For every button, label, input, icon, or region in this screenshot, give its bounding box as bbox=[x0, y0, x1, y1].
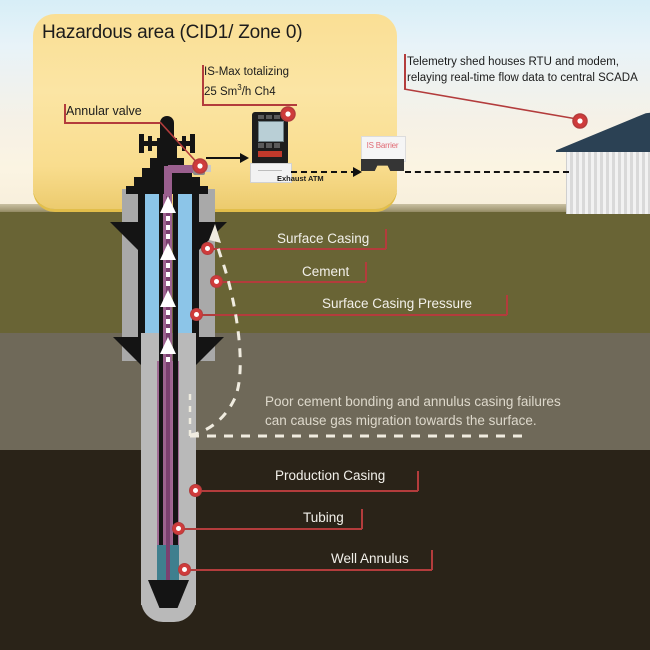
ismax-label-line1: IS-Max totalizing bbox=[204, 66, 290, 78]
annulus-fluid-left bbox=[145, 189, 160, 361]
tubing-label: Tubing bbox=[303, 510, 344, 525]
production-casing-label: Production Casing bbox=[275, 468, 386, 483]
ismax-superscript: 3 bbox=[237, 83, 242, 92]
gas-flow-dot bbox=[166, 272, 170, 277]
telemetry-label-line1: Telemetry shed houses RTU and modem, bbox=[407, 56, 619, 68]
well-annulus-lead-vertical bbox=[431, 550, 433, 570]
casing-wall-right bbox=[173, 189, 178, 605]
signal-arrowhead bbox=[353, 167, 362, 177]
gas-outlet-arrowhead bbox=[240, 153, 249, 163]
hazardous-area-title: Hazardous area (CID1/ Zone 0) bbox=[42, 22, 303, 43]
telemetry-shed-wall bbox=[566, 148, 650, 214]
surface-casing-left bbox=[122, 189, 138, 361]
annulus-fluid-right bbox=[177, 189, 192, 361]
surface-casing-lead-vertical bbox=[385, 229, 387, 249]
gas-flow-dot bbox=[166, 319, 170, 324]
well-annulus-label: Well Annulus bbox=[331, 551, 409, 566]
meter-lcd-screen bbox=[258, 121, 284, 142]
gas-flow-dot bbox=[166, 281, 170, 286]
telemetry-label-line2: relaying real-time flow data to central … bbox=[407, 72, 638, 84]
hazardous-area-panel bbox=[33, 14, 397, 209]
annular-valve-arm bbox=[168, 165, 196, 173]
wellhead-handwheel-left-inner bbox=[148, 136, 152, 151]
tubing-lead-horizontal bbox=[178, 528, 362, 530]
gas-flow-dot bbox=[166, 234, 170, 239]
tubing-lead-vertical bbox=[361, 509, 363, 529]
meter-base-seam bbox=[258, 170, 282, 171]
casing-wall-left bbox=[159, 189, 164, 605]
is-barrier-label: IS Barrier bbox=[366, 141, 399, 150]
wellhead-handwheel-left bbox=[139, 134, 144, 153]
exhaust-atm-label: Exhaust ATM bbox=[277, 174, 324, 183]
perforated-zone-right bbox=[170, 545, 179, 587]
annular-valve-outlet bbox=[203, 165, 211, 172]
surface-casing-node[interactable] bbox=[201, 242, 214, 255]
well-annulus-lead-horizontal bbox=[184, 569, 432, 571]
scp-lead-horizontal bbox=[196, 314, 507, 316]
gas-flow-dot bbox=[166, 216, 170, 221]
annular-valve-label: Annular valve bbox=[66, 104, 142, 118]
cement-node[interactable] bbox=[210, 275, 223, 288]
production-casing-lead-horizontal bbox=[196, 490, 418, 492]
ismax-meter-label: IS-Max totalizing 25 Sm3/h Ch4 bbox=[204, 65, 289, 100]
wellhead-tubing-riser bbox=[164, 166, 172, 196]
telemetry-lead-vertical bbox=[404, 54, 406, 89]
gas-flow-dot bbox=[166, 310, 170, 315]
annular-valve-lead-vertical bbox=[64, 104, 66, 123]
ismax-lead-vertical bbox=[202, 65, 204, 105]
meter-mounting-base bbox=[250, 163, 292, 183]
surface-casing-pressure-label: Surface Casing Pressure bbox=[322, 296, 473, 311]
meter-button-row-top[interactable] bbox=[258, 115, 282, 119]
gas-flow-dot bbox=[166, 357, 170, 362]
production-casing-left bbox=[141, 333, 159, 605]
surface-casing-lead-horizontal bbox=[207, 248, 386, 250]
tubing-bore bbox=[166, 189, 170, 605]
signal-line-to-shed bbox=[405, 171, 569, 173]
gas-flow-arrow-4 bbox=[160, 337, 176, 354]
production-casing-node[interactable] bbox=[189, 484, 202, 497]
soil-layer-topsoil bbox=[0, 212, 650, 333]
gas-flow-arrow-1 bbox=[160, 196, 176, 213]
cement-label: Cement bbox=[302, 264, 350, 279]
ismax-label-line2: 25 Sm3/h Ch4 bbox=[204, 80, 289, 100]
perforated-zone-left bbox=[157, 545, 166, 587]
well-annulus-node[interactable] bbox=[178, 563, 191, 576]
cement-lead-vertical bbox=[365, 262, 367, 282]
gas-flow-dot bbox=[166, 328, 170, 333]
soil-layer-deep bbox=[0, 450, 650, 650]
gas-migration-caption: Poor cement bonding and annulus casing f… bbox=[265, 392, 561, 430]
gas-flow-arrow-2 bbox=[160, 243, 176, 260]
telemetry-shed-label: Telemetry shed houses RTU and modem, rel… bbox=[407, 54, 638, 86]
gas-flow-dot bbox=[166, 263, 170, 268]
cement-sheath-left bbox=[138, 189, 145, 361]
meter-button-row-bottom[interactable] bbox=[258, 143, 282, 148]
cement-lead-horizontal bbox=[216, 281, 366, 283]
surface-casing-pressure-node[interactable] bbox=[190, 308, 203, 321]
gas-migration-line2: can cause gas migration towards the surf… bbox=[265, 413, 537, 428]
scp-lead-vertical bbox=[506, 295, 508, 315]
ismax-value: 25 Sm bbox=[204, 85, 238, 98]
surface-casing-label: Surface Casing bbox=[277, 231, 370, 246]
signal-line-to-barrier bbox=[291, 171, 357, 173]
meter-brand-badge bbox=[258, 151, 282, 157]
wellhead-handwheel-right bbox=[190, 134, 195, 153]
production-casing-lead-vertical bbox=[417, 471, 419, 491]
annular-valve-lead-horizontal bbox=[64, 122, 160, 124]
gas-outlet-line bbox=[206, 157, 242, 159]
wellhead-handwheel-right-inner bbox=[182, 136, 186, 151]
ismax-lead-horizontal bbox=[202, 104, 297, 106]
soil-layer-intermediate bbox=[0, 333, 650, 450]
gas-flow-arrow-3 bbox=[160, 290, 176, 307]
gas-flow-dot bbox=[166, 225, 170, 230]
tubing-node[interactable] bbox=[172, 522, 185, 535]
gas-migration-line1: Poor cement bonding and annulus casing f… bbox=[265, 394, 561, 409]
is-barrier-base bbox=[361, 159, 404, 171]
ismax-unit: /h Ch4 bbox=[241, 85, 276, 98]
